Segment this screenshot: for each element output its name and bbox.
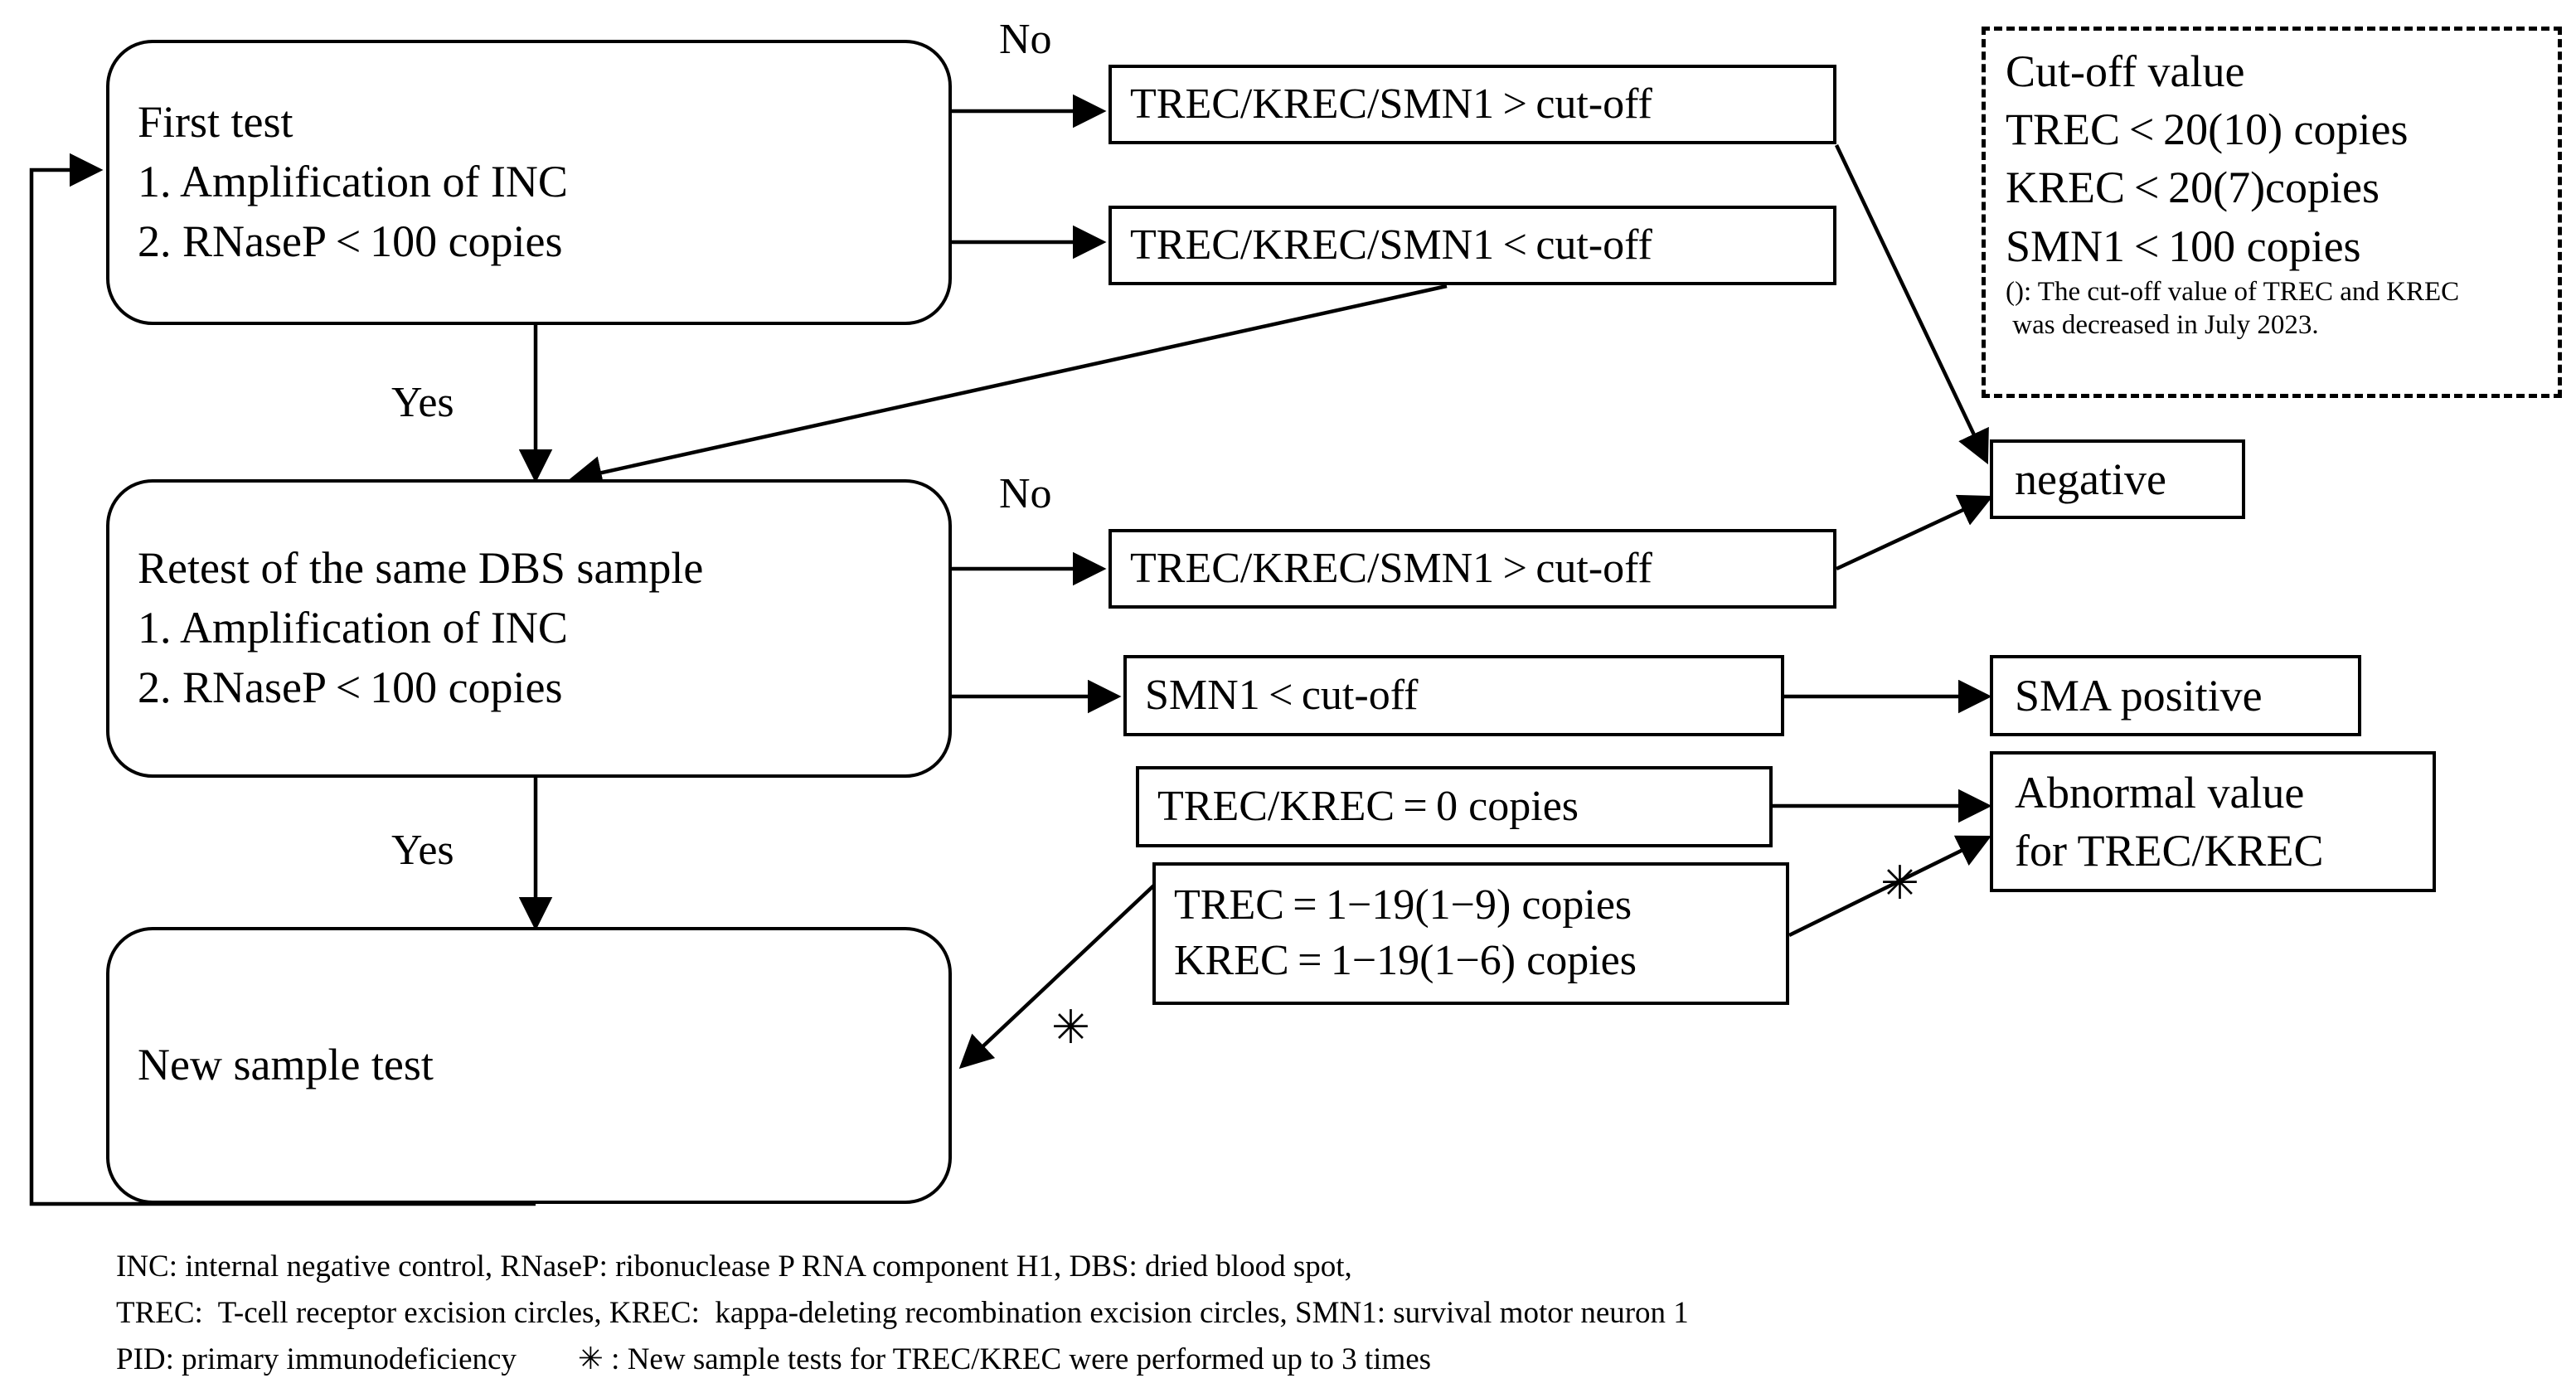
node-retest-line-3: 2. RNaseP < 100 copies <box>138 662 563 712</box>
edge-label-asterisk-2: ✳ <box>1880 858 1919 910</box>
node-cond-lt-cutoff-1-label: TREC/KREC/SMN1 < cut-off <box>1130 221 1652 269</box>
node-first-test-line-1: First test <box>138 97 293 148</box>
node-new-sample-test-line-1: New sample test <box>138 1040 434 1090</box>
node-outcome-sma-positive[interactable]: SMA positive <box>1990 655 2361 736</box>
node-outcome-negative-label: negative <box>2015 454 2166 504</box>
node-cond-smn1-lt-cutoff-label: SMN1 < cut-off <box>1145 671 1419 719</box>
node-retest-line-1: Retest of the same DBS sample <box>138 543 704 594</box>
edge-label-no-2: No <box>999 470 1052 517</box>
edge-gt1-to-negative <box>1834 144 1989 465</box>
node-outcome-abnormal-value-line-2: for TREC/KREC <box>2015 826 2324 876</box>
node-first-test-line-2: 1. Amplification of INC <box>138 157 568 207</box>
legend-item-krec: KREC < 20(7)copies <box>2006 163 2380 213</box>
footnote-line-1: INC: internal negative control, RNaseP: … <box>116 1250 1352 1284</box>
node-cond-gt-cutoff-1[interactable]: TREC/KREC/SMN1 > cut-off <box>1109 65 1836 144</box>
node-cond-trec-krec-zero-label: TREC/KREC = 0 copies <box>1157 782 1579 830</box>
node-cond-gt-cutoff-2-label: TREC/KREC/SMN1 > cut-off <box>1130 544 1652 592</box>
node-outcome-abnormal-value[interactable]: Abnormal value for TREC/KREC <box>1990 751 2436 892</box>
node-first-test[interactable]: First test 1. Amplification of INC 2. RN… <box>106 40 952 325</box>
node-outcome-negative[interactable]: negative <box>1990 439 2245 519</box>
edge-label-asterisk-1: ✳ <box>1051 1002 1090 1054</box>
legend-heading: Cut-off value <box>2006 46 2245 96</box>
node-cond-trec-krec-range[interactable]: TREC = 1−19(1−9) copies KREC = 1−19(1−6)… <box>1152 862 1789 1005</box>
node-cond-gt-cutoff-2[interactable]: TREC/KREC/SMN1 > cut-off <box>1109 529 1836 609</box>
edge-label-no-1: No <box>999 16 1052 63</box>
legend-note-line-2: was decreased in July 2023. <box>2006 310 2319 340</box>
edge-label-yes-2: Yes <box>391 827 454 874</box>
node-new-sample-test[interactable]: New sample test <box>106 927 952 1204</box>
node-cond-trec-krec-range-line-2: KREC = 1−19(1−6) copies <box>1174 937 1637 984</box>
node-first-test-line-3: 2. RNaseP < 100 copies <box>138 216 563 266</box>
footnote-line-3: PID: primary immunodeficiency ✳ : New sa… <box>116 1342 1432 1377</box>
legend-item-trec: TREC < 20(10) copies <box>2006 104 2409 155</box>
legend-item-smn1: SMN1 < 100 copies <box>2006 221 2361 271</box>
node-cond-gt-cutoff-1-label: TREC/KREC/SMN1 > cut-off <box>1130 80 1652 128</box>
node-cond-lt-cutoff-1[interactable]: TREC/KREC/SMN1 < cut-off <box>1109 206 1836 285</box>
node-cond-trec-krec-zero[interactable]: TREC/KREC = 0 copies <box>1136 766 1773 847</box>
node-cond-trec-krec-range-line-1: TREC = 1−19(1−9) copies <box>1174 881 1632 929</box>
legend-note-line-1: (): The cut-off value of TREC and KREC <box>2006 276 2460 307</box>
legend-cutoff-value: Cut-off value TREC < 20(10) copies KREC … <box>1982 27 2562 398</box>
node-outcome-sma-positive-label: SMA positive <box>2015 670 2263 721</box>
node-retest-line-2: 1. Amplification of INC <box>138 603 568 653</box>
node-outcome-abnormal-value-line-1: Abnormal value <box>2015 767 2305 818</box>
footnote-line-2: TREC: T-cell receptor excision circles, … <box>116 1296 1689 1331</box>
footnote-block: INC: internal negative control, RNaseP: … <box>116 1244 2520 1383</box>
node-cond-smn1-lt-cutoff[interactable]: SMN1 < cut-off <box>1123 655 1784 736</box>
edge-label-yes-1: Yes <box>391 379 454 426</box>
node-retest[interactable]: Retest of the same DBS sample 1. Amplifi… <box>106 479 952 778</box>
edge-gt2-to-negative <box>1836 494 1994 571</box>
